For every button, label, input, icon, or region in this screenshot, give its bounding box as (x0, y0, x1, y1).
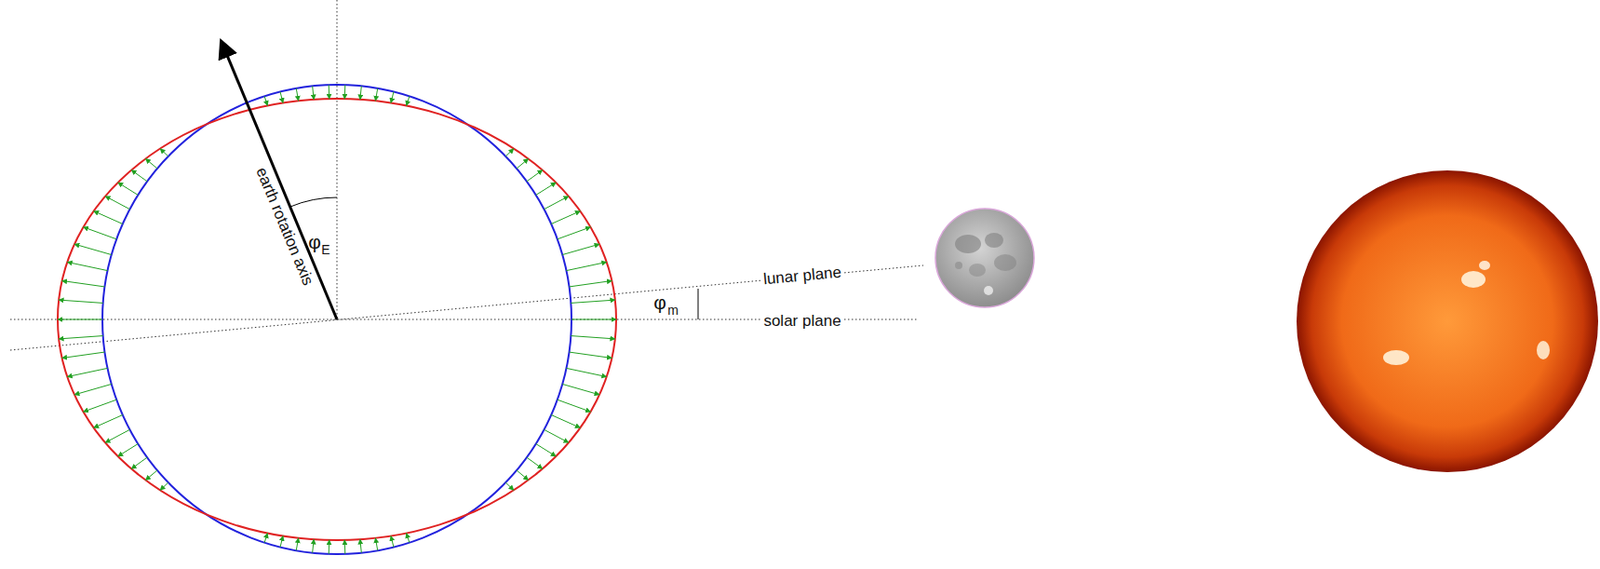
tide-arrow (516, 158, 529, 169)
tide-arrow (569, 351, 613, 358)
tide-arrow (145, 470, 158, 481)
tide-arrow (118, 443, 139, 457)
tide-arrow (375, 537, 377, 551)
tide-arrow (295, 88, 298, 101)
tide-arrow (544, 429, 569, 443)
tide-arrow (145, 158, 158, 169)
tide-arrow (58, 299, 103, 303)
tide-arrow (562, 383, 600, 394)
vertical-guide (336, 0, 338, 320)
tide-arrow (516, 470, 529, 481)
tide-arrow (62, 280, 106, 286)
tide-arrow (562, 243, 600, 255)
tide-arrow (312, 538, 315, 552)
tide-arrow (360, 85, 363, 99)
tide-arrow (570, 336, 615, 339)
tide-arrow (312, 85, 315, 99)
tide-arrow (94, 211, 123, 225)
angle-arc (290, 197, 337, 207)
tide-arrow (406, 533, 410, 543)
plane-label: solar plane (760, 311, 844, 330)
tide-arrow (83, 399, 118, 412)
tide-arrow (406, 95, 410, 106)
tide-arrow (526, 457, 543, 469)
tide-arrow (67, 367, 108, 377)
tide-arrow (565, 367, 606, 377)
tide-arrow (131, 457, 148, 469)
tide-arrow (160, 148, 169, 157)
tide-arrow (62, 351, 106, 358)
tide-arrow (344, 84, 347, 99)
tide-arrow (105, 429, 130, 443)
tide-arrow (57, 319, 103, 321)
angle-symbol: φ (308, 231, 322, 252)
tide-arrow (264, 95, 268, 106)
moon (935, 208, 1035, 308)
tide-arrow (536, 182, 557, 195)
tide-arrow (58, 336, 103, 339)
tide-arrow (83, 227, 118, 240)
tide-arrow (505, 482, 514, 490)
rotation-axis (221, 41, 337, 320)
tide-arrow (67, 261, 108, 270)
tide-arrow (551, 211, 580, 225)
tide-arrow (344, 539, 347, 554)
tide-arrow (505, 148, 514, 157)
tide-arrow (360, 538, 363, 552)
tide-arrow (390, 536, 394, 548)
tide-arrow (390, 91, 394, 103)
tide-arrow (328, 539, 331, 554)
tide-arrow (280, 91, 283, 103)
tide-arrow (118, 182, 139, 195)
tide-arrow (570, 299, 615, 303)
plane-label: lunar plane (759, 262, 845, 288)
tide-arrow (536, 443, 557, 457)
tide-arrow (551, 414, 580, 428)
tide-arrow (295, 537, 298, 551)
sun (1296, 170, 1599, 472)
tide-arrow (328, 84, 331, 99)
axis-label: earth rotation axis (253, 164, 317, 287)
tide-arrow (94, 414, 123, 428)
tide-arrow (557, 227, 592, 240)
tide-arrow (526, 170, 543, 182)
tide-arrow (375, 88, 377, 101)
tide-arrow (565, 261, 606, 270)
tide-arrow (569, 280, 613, 286)
angle-subscript: m (667, 303, 679, 317)
tide-arrow (131, 170, 148, 182)
angle-symbol: φ (653, 292, 667, 312)
angle-subscript: E (321, 242, 330, 256)
tide-arrow (557, 399, 592, 412)
angle-bar (698, 288, 700, 320)
tide-arrow (280, 536, 283, 548)
tide-arrow (160, 482, 169, 490)
tide-arrow (74, 243, 112, 255)
tide-arrow (105, 196, 130, 210)
tide-arrow (74, 383, 112, 394)
tide-arrow (264, 533, 268, 543)
tide-arrow (544, 196, 569, 210)
tide-arrow (571, 319, 617, 321)
